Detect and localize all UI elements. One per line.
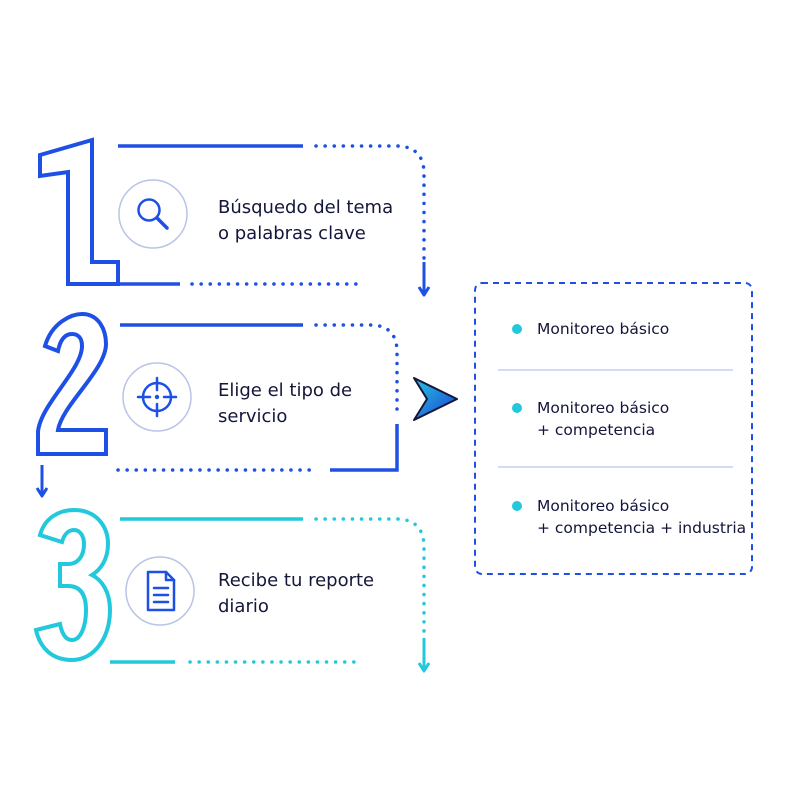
step-2-numeral [36, 311, 109, 456]
step-1-line-1: Búsquedo del tema [218, 197, 394, 218]
step-1-icon-circle [118, 179, 188, 249]
step-1-numeral [38, 137, 120, 286]
step-2-text: Elige el tipo de servicio [218, 378, 352, 430]
search-icon [137, 198, 169, 230]
step-1-line-2: o palabras clave [218, 223, 366, 244]
option-bullet [512, 501, 522, 511]
document-icon [146, 570, 176, 612]
step-1-text: Búsquedo del tema o palabras clave [218, 195, 393, 247]
step-3-line-1: Recibe tu reporte [218, 570, 375, 591]
options-box-border [474, 282, 753, 575]
step-2-icon-circle [122, 362, 192, 432]
step-3-icon-circle [125, 556, 195, 626]
option-2-line-2: + competencia [537, 421, 656, 439]
step-2-down-arrow [35, 465, 49, 498]
step-3-line-2: diario [218, 596, 269, 617]
step-2-right-connector [330, 424, 399, 472]
pointer-arrow-icon [413, 377, 458, 421]
step-2-line-2: servicio [218, 406, 288, 427]
option-3: Monitoreo básico + competencia + industr… [537, 495, 746, 539]
option-bullet [512, 324, 522, 334]
option-bullet [512, 403, 522, 413]
option-2: Monitoreo básico + competencia [537, 397, 669, 441]
step-3-down-arrow [417, 638, 431, 673]
step-2 [35, 311, 399, 498]
option-2-line-1: Monitoreo básico [537, 399, 670, 417]
step-1 [38, 137, 431, 297]
option-3-line-2: + competencia + industria [537, 519, 747, 537]
option-1: Monitoreo básico [537, 318, 669, 340]
option-3-line-1: Monitoreo básico [537, 497, 670, 515]
option-1-line-1: Monitoreo básico [537, 320, 670, 338]
step-3-text: Recibe tu reporte diario [218, 568, 374, 620]
options-box [474, 282, 753, 575]
step-3 [33, 507, 431, 673]
step-1-down-arrow [417, 262, 431, 297]
target-icon [136, 376, 178, 418]
step-2-line-1: Elige el tipo de [218, 380, 353, 401]
step-2-top-dots [314, 323, 399, 416]
step-3-numeral [33, 507, 113, 663]
